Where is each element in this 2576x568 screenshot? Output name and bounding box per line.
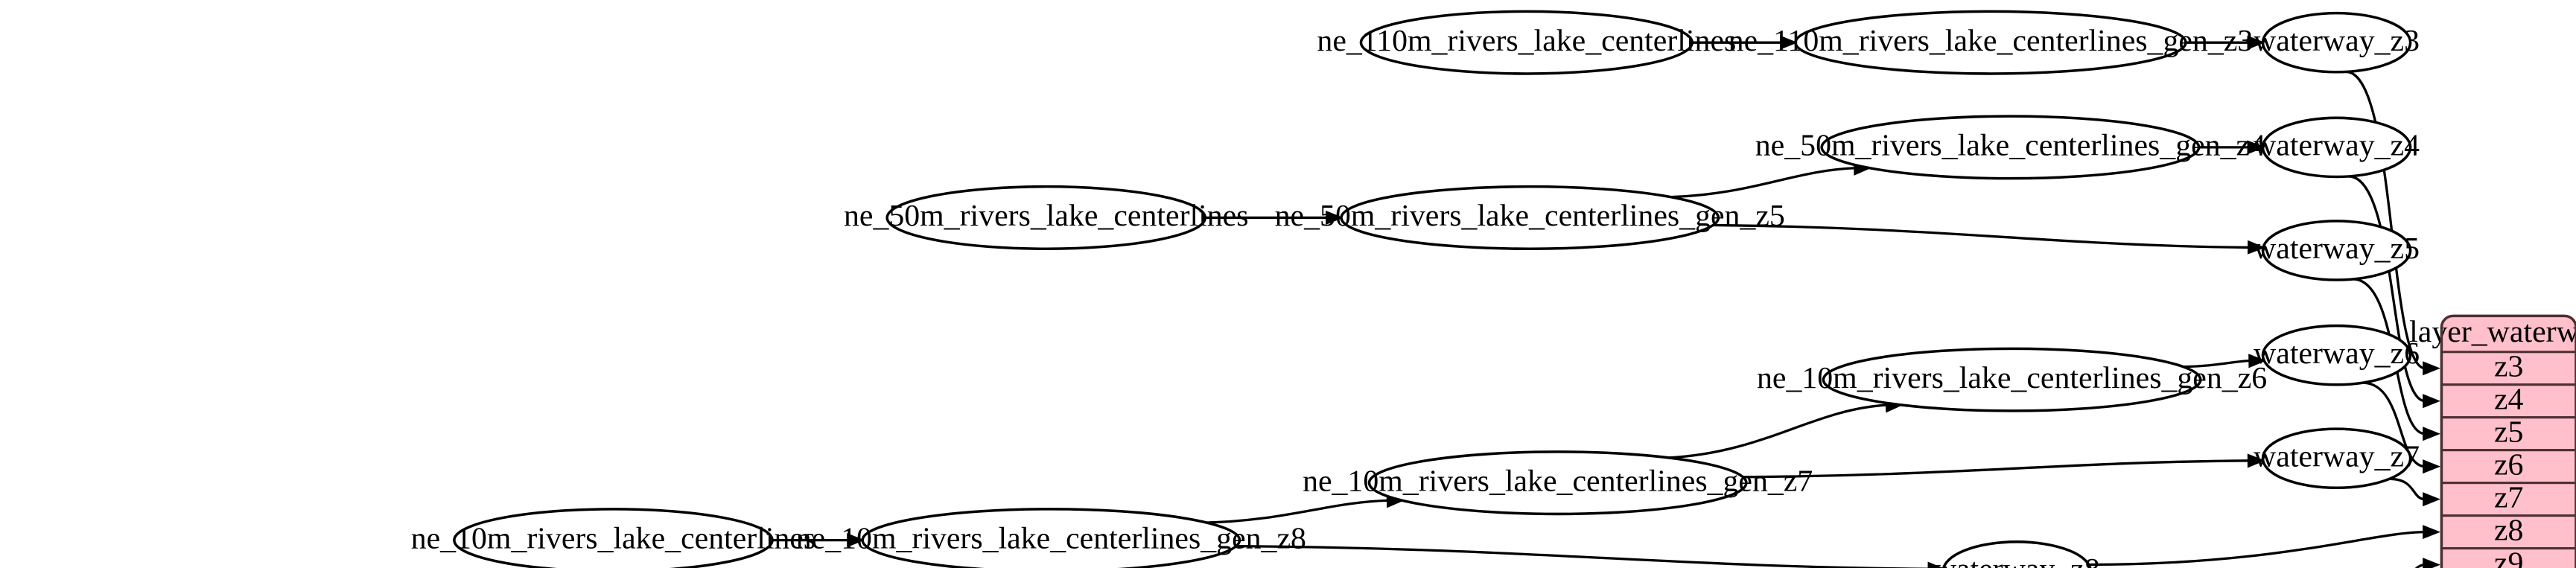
edge-waterway_z7-to-layer_waterway-z7 (2389, 477, 2426, 501)
table-row-label-z9: z9 (2494, 546, 2523, 568)
node-label: ne_110m_rivers_lake_centerlines (1317, 24, 1736, 58)
edge-arrowhead (1780, 35, 1798, 50)
edge-ne_10m_gen_z7-to-waterway_z7 (1743, 459, 2251, 479)
table-row-z9[interactable] (2440, 547, 2576, 568)
node-shape[interactable] (2261, 324, 2412, 386)
nodes-layer: imposm3osm_waterway_linestringosm_import… (411, 10, 2420, 568)
edge-waterway_z6-to-layer_waterway-z6 (2362, 381, 2426, 468)
node-shape[interactable] (885, 185, 1207, 250)
table-row-label-z7: z7 (2494, 480, 2523, 514)
table-header-label: layer_waterway (2409, 315, 2576, 349)
node-label: waterway_z5 (2254, 232, 2420, 266)
node-label: waterway_z7 (2254, 439, 2420, 473)
node-label: ne_50m_rivers_lake_centerlines (844, 199, 1249, 233)
node-label: ne_50m_rivers_lake_centerlines_gen_z5 (1275, 199, 1785, 233)
table-row-label-z6: z6 (2494, 447, 2523, 482)
node-waterway_z6[interactable]: waterway_z6 (2254, 324, 2420, 386)
node-label: waterway_z3 (2254, 24, 2420, 58)
node-shape[interactable] (453, 508, 774, 568)
node-shape[interactable] (1794, 10, 2187, 75)
node-label: ne_10m_rivers_lake_centerlines_gen_z7 (1303, 464, 1813, 498)
node-label: waterway_z6 (2254, 336, 2420, 371)
node-shape[interactable] (1822, 347, 2202, 412)
node-shape[interactable] (1340, 185, 1720, 250)
edge-arrowhead (2423, 361, 2441, 376)
edge-waterway_z9-to-layer_waterway-z9 (2414, 563, 2426, 568)
edge-arrowhead (1326, 210, 1344, 225)
edge-ne_10m_gen_z8-to-waterway_z8 (1235, 544, 1930, 568)
edge-arrowhead (2247, 453, 2265, 468)
layer-waterway-table-group[interactable]: layer_waterwayz3z4z5z6z7z8z9z10z11z12z13… (2409, 314, 2576, 568)
table-row-label-z3: z3 (2494, 349, 2523, 383)
table-outline (2440, 314, 2576, 568)
edge-arrowhead (2423, 492, 2441, 507)
edge-arrowhead (2248, 354, 2267, 368)
node-label: ne_50m_rivers_lake_centerlines_gen_z4 (1755, 129, 2265, 163)
edges-layer (772, 35, 2441, 568)
edge-waterway_z8-to-layer_waterway-z8 (2088, 530, 2426, 567)
node-label: ne_10m_rivers_lake_centerlines (411, 521, 816, 555)
node-ne_10m_gen_z7[interactable]: ne_10m_rivers_lake_centerlines_gen_z7 (1303, 450, 1813, 516)
table-row-label-z5: z5 (2494, 415, 2523, 449)
node-shape[interactable] (1941, 540, 2092, 568)
node-label: ne_10m_rivers_lake_centerlines_gen_z6 (1757, 361, 2267, 395)
edge-arrowhead (2247, 35, 2265, 50)
edge-waterway_z3-to-layer_waterway-z3 (2345, 70, 2426, 370)
node-shape[interactable] (1367, 450, 1748, 516)
node-label: ne_10m_rivers_lake_centerlines_gen_z8 (796, 521, 1306, 555)
node-label: ne_110m_rivers_lake_centerlines_gen_z3 (1729, 24, 2254, 58)
node-waterway_z7[interactable]: waterway_z7 (2254, 427, 2420, 490)
node-ne_10m[interactable]: ne_10m_rivers_lake_centerlines (411, 508, 816, 568)
node-waterway_z5[interactable]: waterway_z5 (2254, 220, 2420, 281)
node-shape[interactable] (1820, 115, 2201, 180)
edge-ne_10m_gen_z6-to-waterway_z6 (2183, 359, 2251, 368)
node-shape[interactable] (2261, 427, 2412, 490)
node-label: waterway_z4 (2254, 129, 2420, 163)
table-row-label-z8: z8 (2494, 513, 2523, 547)
node-ne_10m_gen_z6[interactable]: ne_10m_rivers_lake_centerlines_gen_z6 (1757, 347, 2267, 412)
node-ne_50m_gen_z5[interactable]: ne_50m_rivers_lake_centerlines_gen_z5 (1275, 185, 1785, 250)
edge-ne_50m_gen_z5-to-ne_50m_gen_z4 (1670, 166, 1857, 199)
edge-arrowhead (2247, 140, 2265, 155)
node-ne_110m[interactable]: ne_110m_rivers_lake_centerlines (1317, 10, 1736, 75)
node-waterway_z3[interactable]: waterway_z3 (2254, 11, 2420, 74)
edge-arrowhead (2423, 459, 2441, 474)
layer-waterway-table: layer_waterwayz3z4z5z6z7z8z9z10z11z12z13… (2409, 314, 2576, 568)
edge-arrowhead (847, 533, 865, 548)
node-shape[interactable] (2261, 11, 2412, 74)
node-label: waterway_z8 (1934, 552, 2100, 568)
edge-arrowhead (2423, 558, 2441, 568)
edge-waterway_z4-to-layer_waterway-z4 (2348, 175, 2426, 403)
edge-arrowhead (2423, 525, 2441, 540)
node-shape[interactable] (2261, 116, 2412, 179)
edge-arrowhead (1927, 561, 1944, 568)
edge-arrowhead (2247, 240, 2265, 255)
edge-ne_50m_gen_z5-to-waterway_z5 (1713, 223, 2251, 249)
node-shape[interactable] (1359, 10, 1694, 75)
edge-ne_10m_gen_z7-to-ne_10m_gen_z6 (1668, 403, 1889, 459)
node-waterway_z4[interactable]: waterway_z4 (2254, 116, 2420, 179)
edge-ne_10m_gen_z8-to-ne_10m_gen_z7 (1206, 499, 1390, 524)
node-shape[interactable] (861, 508, 1241, 568)
node-waterway_z8[interactable]: waterway_z8 (1934, 540, 2100, 568)
node-ne_50m_gen_z4[interactable]: ne_50m_rivers_lake_centerlines_gen_z4 (1755, 115, 2265, 180)
node-shape[interactable] (2261, 220, 2412, 281)
table-row-label-z4: z4 (2494, 382, 2524, 416)
edge-arrowhead (2423, 427, 2441, 441)
edge-arrowhead (2423, 394, 2441, 409)
node-ne_10m_gen_z8[interactable]: ne_10m_rivers_lake_centerlines_gen_z8 (796, 508, 1306, 568)
node-ne_50m[interactable]: ne_50m_rivers_lake_centerlines (844, 185, 1249, 250)
node-ne_110m_gen_z3[interactable]: ne_110m_rivers_lake_centerlines_gen_z3 (1729, 10, 2254, 75)
